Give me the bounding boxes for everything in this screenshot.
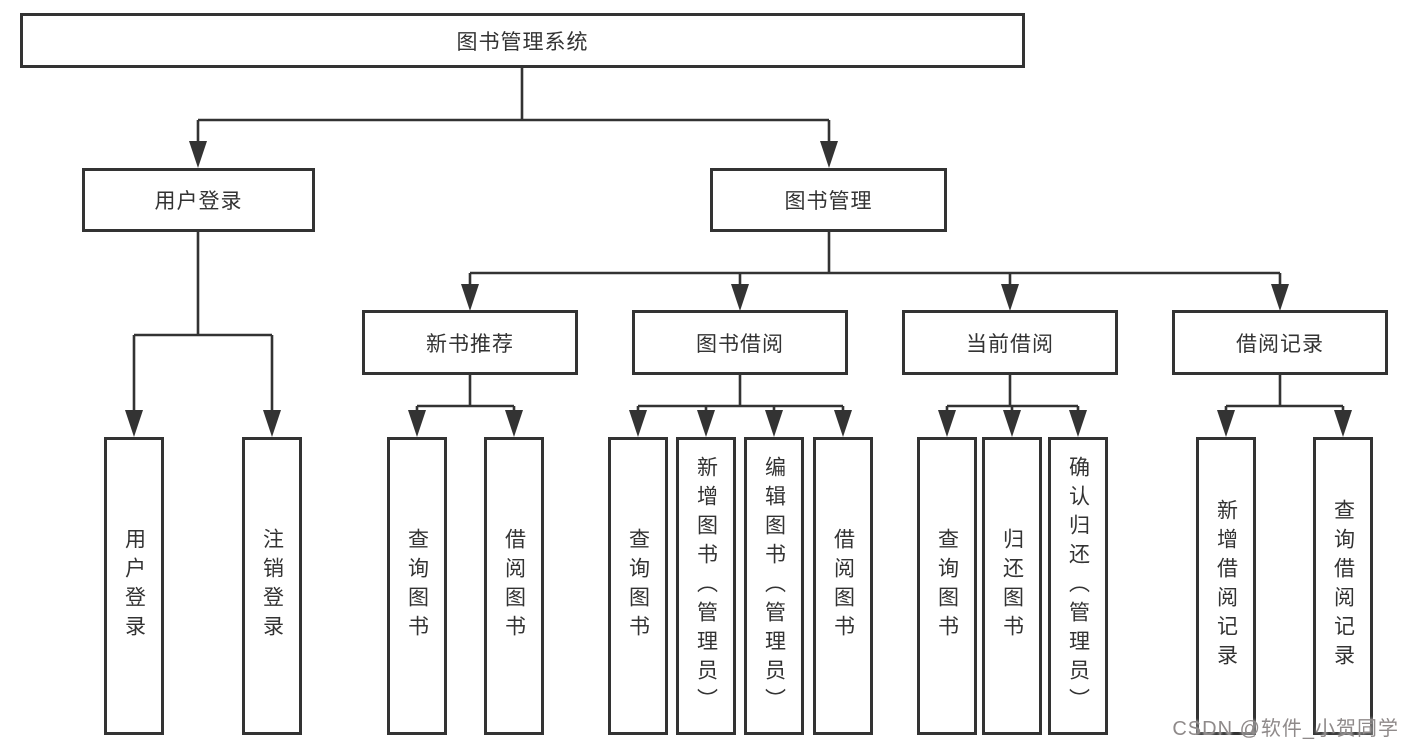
leaf-logout: 注销登录 [242,437,302,735]
node-user-login: 用户登录 [82,168,315,232]
node-new-book-recommend: 新书推荐 [362,310,578,375]
arrowhead-icon [938,410,956,437]
arrowhead-icon [1003,410,1021,437]
leaf-return-books: 归还图书 [982,437,1042,735]
arrowhead-icon [1271,284,1289,311]
leaf-query-books-borrow: 查询图书 [608,437,668,735]
leaf-user-login: 用户登录 [104,437,164,735]
node-book-borrow: 图书借阅 [632,310,848,375]
arrowhead-icon [461,284,479,311]
arrowhead-icon [263,410,281,437]
arrowhead-icon [820,141,838,168]
node-book-management: 图书管理 [710,168,947,232]
arrowhead-icon [1069,410,1087,437]
arrowhead-icon [731,284,749,311]
node-borrow-records: 借阅记录 [1172,310,1388,375]
leaf-borrow-books-recommend: 借阅图书 [484,437,544,735]
leaf-edit-books-admin: 编辑图书（管理员） [744,437,804,735]
arrowhead-icon [1334,410,1352,437]
leaf-query-books-recommend: 查询图书 [387,437,447,735]
arrowhead-icon [697,410,715,437]
leaf-query-books-current: 查询图书 [917,437,977,735]
arrowhead-icon [765,410,783,437]
arrowhead-icon [505,410,523,437]
arrowhead-icon [1217,410,1235,437]
leaf-borrow-books: 借阅图书 [813,437,873,735]
node-current-borrow: 当前借阅 [902,310,1118,375]
arrowhead-icon [629,410,647,437]
node-library-system: 图书管理系统 [20,13,1025,68]
arrowhead-icon [125,410,143,437]
arrowhead-icon [408,410,426,437]
leaf-add-books-admin: 新增图书（管理员） [676,437,736,735]
arrowhead-icon [189,141,207,168]
leaf-query-borrow-record: 查询借阅记录 [1313,437,1373,735]
leaf-confirm-return-admin: 确认归还（管理员） [1048,437,1108,735]
arrowhead-icon [834,410,852,437]
csdn-watermark: CSDN @软件_小贺同学 [1172,718,1399,740]
leaf-add-borrow-record: 新增借阅记录 [1196,437,1256,735]
arrowhead-icon [1001,284,1019,311]
